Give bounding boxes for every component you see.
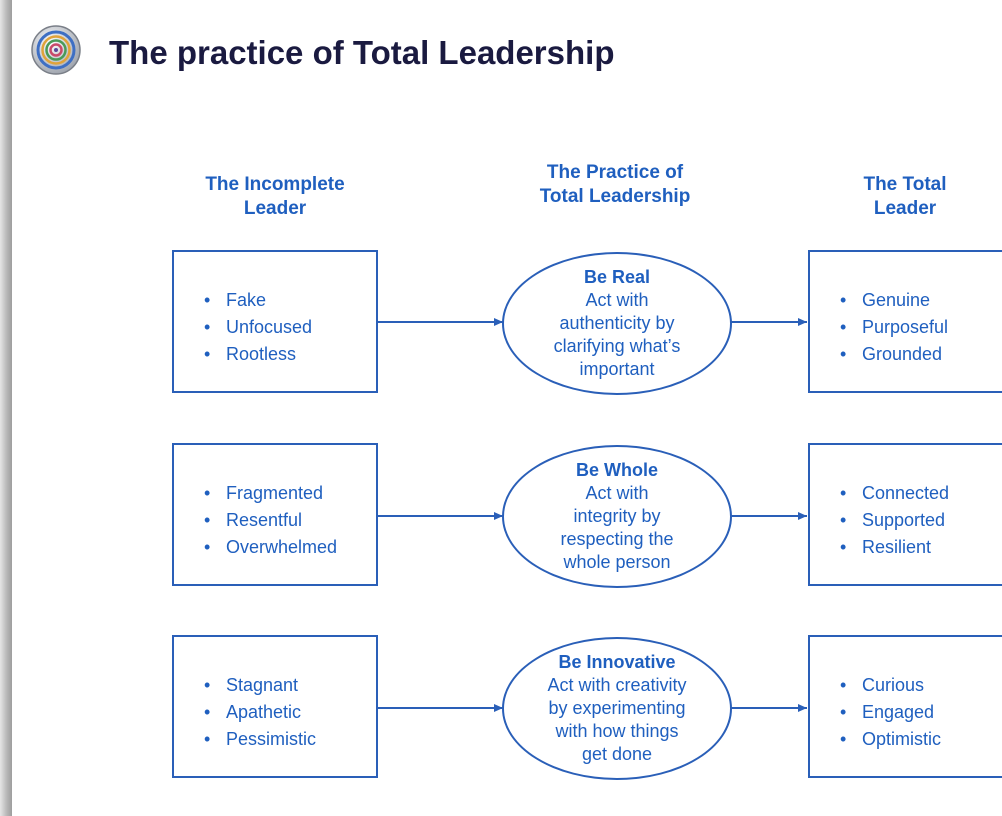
concentric-rings-icon (31, 25, 81, 75)
trait-text: Overwhelmed (226, 537, 338, 557)
incomplete-leader-box: •Fragmented •Resentful •Overwhelmed (172, 443, 378, 586)
trait-text: Genuine (862, 290, 931, 310)
practice-title: Be Real (583, 267, 651, 287)
trait-text: Purposeful (862, 317, 949, 337)
practice-line: get done (581, 744, 653, 764)
list-item: •Curious (840, 675, 925, 695)
practice-line: with how things (555, 721, 679, 741)
practice-line: authenticity by (559, 313, 675, 333)
practice-oval: Be Innovative Act with creativity by exp… (502, 637, 732, 780)
trait-list: •Stagnant •Apathetic •Pessimistic (204, 672, 316, 753)
column-header-line: The Total (863, 174, 947, 195)
column-header-line: Total Leadership (539, 186, 691, 207)
trait-list: •Fragmented •Resentful •Overwhelmed (204, 480, 337, 561)
practice-line: by experimenting (548, 698, 686, 718)
incomplete-leader-box: •Stagnant •Apathetic •Pessimistic (172, 635, 378, 778)
trait-text: Pessimistic (226, 729, 317, 749)
trait-text: Engaged (862, 702, 935, 722)
practice-line: integrity by (573, 506, 661, 526)
list-item: •Engaged (840, 702, 935, 722)
trait-text: Grounded (862, 344, 943, 364)
incomplete-leader-box: •Fake •Unfocused •Rootless (172, 250, 378, 393)
practice-line: important (579, 359, 655, 379)
trait-text: Rootless (226, 344, 297, 364)
trait-text: Resilient (862, 537, 932, 557)
practice-line: Act with creativity (547, 675, 687, 695)
list-item: •Pessimistic (204, 729, 317, 749)
list-item: •Optimistic (840, 729, 942, 749)
total-leader-box: •Genuine •Purposeful •Grounded (808, 250, 1002, 393)
column-header-line: Leader (873, 198, 937, 219)
trait-text: Apathetic (226, 702, 302, 722)
column-header-total-leader: The Total Leader (810, 173, 1000, 221)
trait-text: Fake (226, 290, 267, 310)
column-header-line: The Practice of (546, 162, 684, 183)
trait-list: •Curious •Engaged •Optimistic (840, 672, 941, 753)
column-header-line: Leader (243, 198, 307, 219)
page-title: The practice of Total Leadership (109, 34, 615, 71)
trait-list: •Fake •Unfocused •Rootless (204, 287, 312, 368)
list-item: •Genuine (840, 290, 931, 310)
trait-text: Fragmented (226, 483, 324, 503)
list-item: •Rootless (204, 344, 297, 364)
column-header-practice: The Practice of Total Leadership (500, 161, 730, 209)
total-leader-box: •Connected •Supported •Resilient (808, 443, 1002, 586)
trait-text: Connected (862, 483, 950, 503)
list-item: •Overwhelmed (204, 537, 338, 557)
column-header-line: The Incomplete (205, 174, 345, 195)
list-item: •Supported (840, 510, 946, 530)
trait-text: Supported (862, 510, 946, 530)
trait-text: Resentful (226, 510, 303, 530)
list-item: •Stagnant (204, 675, 299, 695)
practice-line: whole person (563, 552, 671, 572)
trait-text: Optimistic (862, 729, 942, 749)
trait-text: Stagnant (226, 675, 299, 695)
trait-list: •Genuine •Purposeful •Grounded (840, 287, 948, 368)
list-item: •Connected (840, 483, 950, 503)
trait-list: •Connected •Supported •Resilient (840, 480, 949, 561)
practice-title: Be Whole (575, 460, 658, 480)
practice-line: Act with (585, 483, 649, 503)
practice-title: Be Innovative (558, 652, 676, 672)
list-item: •Resentful (204, 510, 303, 530)
practice-line: Act with (585, 290, 649, 310)
practice-line: clarifying what’s (553, 336, 681, 356)
list-item: •Purposeful (840, 317, 949, 337)
list-item: •Apathetic (204, 702, 302, 722)
total-leader-box: •Curious •Engaged •Optimistic (808, 635, 1002, 778)
trait-text: Unfocused (226, 317, 313, 337)
slide-edge-bar (0, 0, 12, 816)
list-item: •Resilient (840, 537, 932, 557)
column-header-incomplete-leader: The Incomplete Leader (170, 173, 380, 221)
trait-text: Curious (862, 675, 925, 695)
practice-oval: Be Real Act with authenticity by clarify… (502, 252, 732, 395)
list-item: •Grounded (840, 344, 943, 364)
practice-line: respecting the (560, 529, 674, 549)
list-item: •Fake (204, 290, 267, 310)
list-item: •Fragmented (204, 483, 324, 503)
list-item: •Unfocused (204, 317, 313, 337)
practice-oval: Be Whole Act with integrity by respectin… (502, 445, 732, 588)
